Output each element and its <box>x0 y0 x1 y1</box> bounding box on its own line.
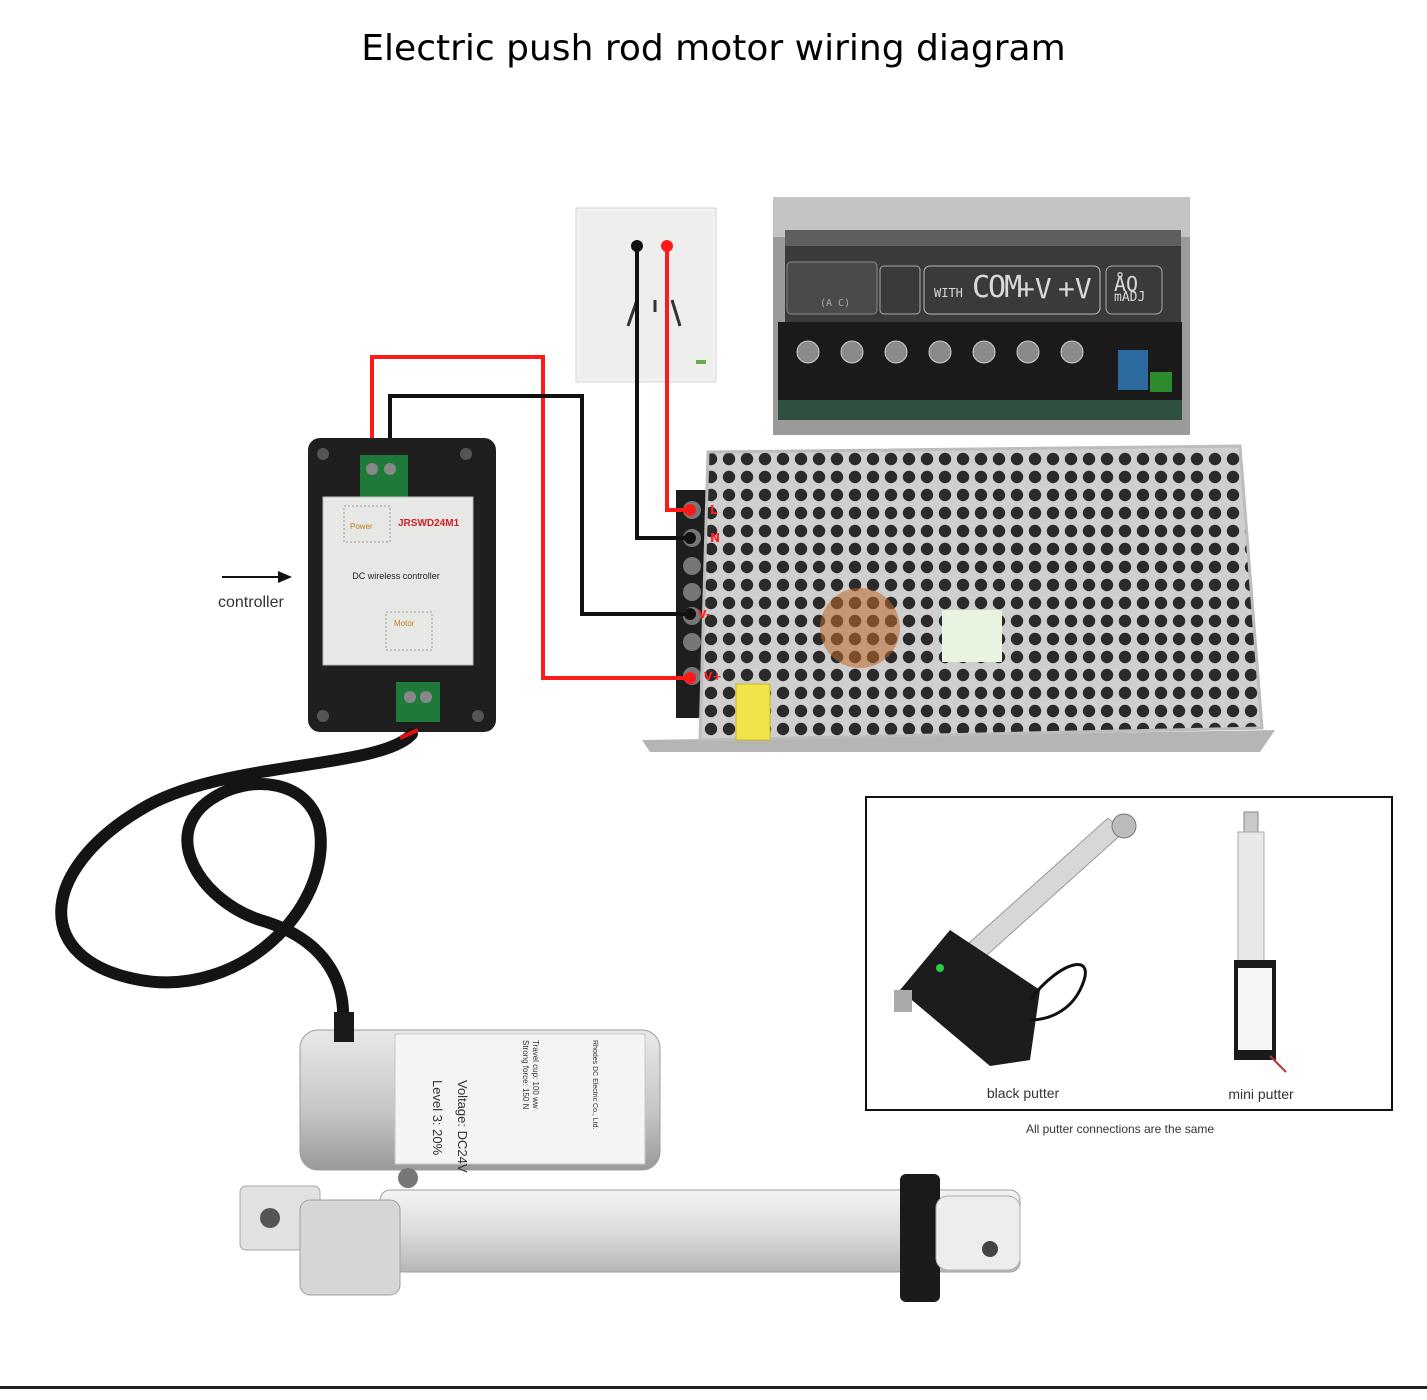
black-putter-icon <box>894 813 1137 1066</box>
motor-force-label: Strong force: 150 N <box>521 1040 530 1110</box>
terminal-screw-row <box>796 340 1084 364</box>
mini-putter-icon <box>1234 811 1287 1073</box>
controller-power-tag: Power <box>350 522 373 531</box>
psu-top-with: WITH <box>934 286 963 300</box>
psu-terminal-vplus-label: V+ <box>704 670 722 683</box>
controller-icon <box>308 438 496 732</box>
psu-terminal-vminus-label: V- <box>698 608 711 621</box>
arrow-right-icon <box>222 571 292 583</box>
power-supply-terminal-photo <box>773 197 1190 435</box>
linear-actuator-icon <box>239 1012 1021 1302</box>
putter-inset <box>865 796 1393 1111</box>
psu-terminal-n-label: N <box>710 531 721 545</box>
mini-putter-label: mini putter <box>1228 1086 1294 1102</box>
controller-model: JRSWD24M1 <box>398 518 460 529</box>
controller-caption: controller <box>218 594 284 611</box>
motor-maker-label: Rhodes DC Electric Co., Ltd. <box>591 1040 598 1130</box>
power-supply-icon <box>642 444 1275 752</box>
bottom-divider <box>0 1386 1427 1389</box>
psu-top-ac: (A C) <box>820 298 851 309</box>
motor-travel-label: Travel cup: 100 ww <box>531 1040 540 1109</box>
controller-motor-tag: Motor <box>394 619 415 628</box>
psu-top-v1: +V <box>1018 272 1052 305</box>
psu-top-com: COM <box>972 270 1022 305</box>
actuator-cable <box>55 728 419 1046</box>
psu-terminal-l-label: L <box>710 503 718 517</box>
psu-top-adj: mADJ <box>1114 290 1146 305</box>
psu-top-aq: ÅQ <box>1114 272 1139 296</box>
diagram-title: Electric push rod motor wiring diagram <box>361 28 1066 69</box>
wires <box>370 240 696 684</box>
black-putter-label: black putter <box>986 1085 1060 1101</box>
wall-socket-icon <box>575 207 717 383</box>
motor-level-label: Level 3: 20% <box>430 1080 445 1156</box>
inset-note: All putter connections are the same <box>1025 1122 1215 1136</box>
motor-voltage-label: Voltage: DC24V <box>455 1080 470 1173</box>
psu-top-v2: +V <box>1058 272 1092 305</box>
controller-box-text: DC wireless controller <box>352 571 440 581</box>
